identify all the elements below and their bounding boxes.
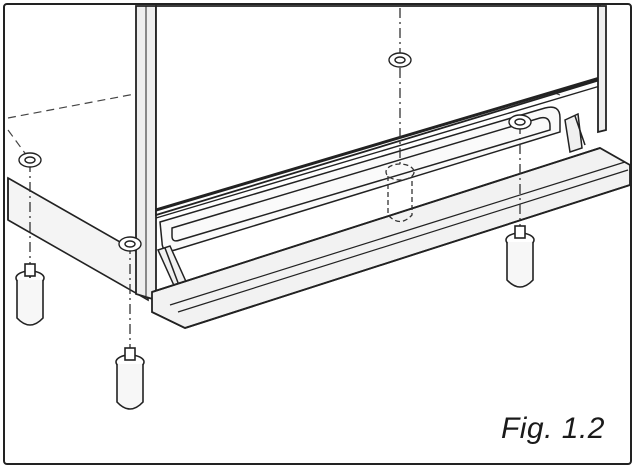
foot-right-front: [505, 225, 535, 288]
foot-left-rear: [15, 263, 45, 326]
hidden-foot: [385, 163, 415, 223]
cabinet-right-edge: [597, 5, 607, 134]
base-cavity: [159, 106, 561, 252]
left-side-panel: [7, 176, 149, 302]
kick-plate: [151, 147, 631, 329]
cabinet-front-post: [135, 5, 157, 302]
adjustable-foot-icon: [15, 225, 535, 410]
screw-hole-rear-right: [388, 52, 412, 68]
screw-hole-icon: [18, 52, 532, 252]
foot-axis-lines: [29, 8, 521, 350]
figure-caption: Fig. 1.2: [500, 412, 605, 445]
foot-left-front: [115, 347, 145, 410]
screw-hole-left-front: [118, 236, 142, 252]
screw-hole-left-rear: [18, 152, 42, 168]
screw-hole-front-right: [508, 114, 532, 130]
right-bracket: [564, 112, 586, 153]
